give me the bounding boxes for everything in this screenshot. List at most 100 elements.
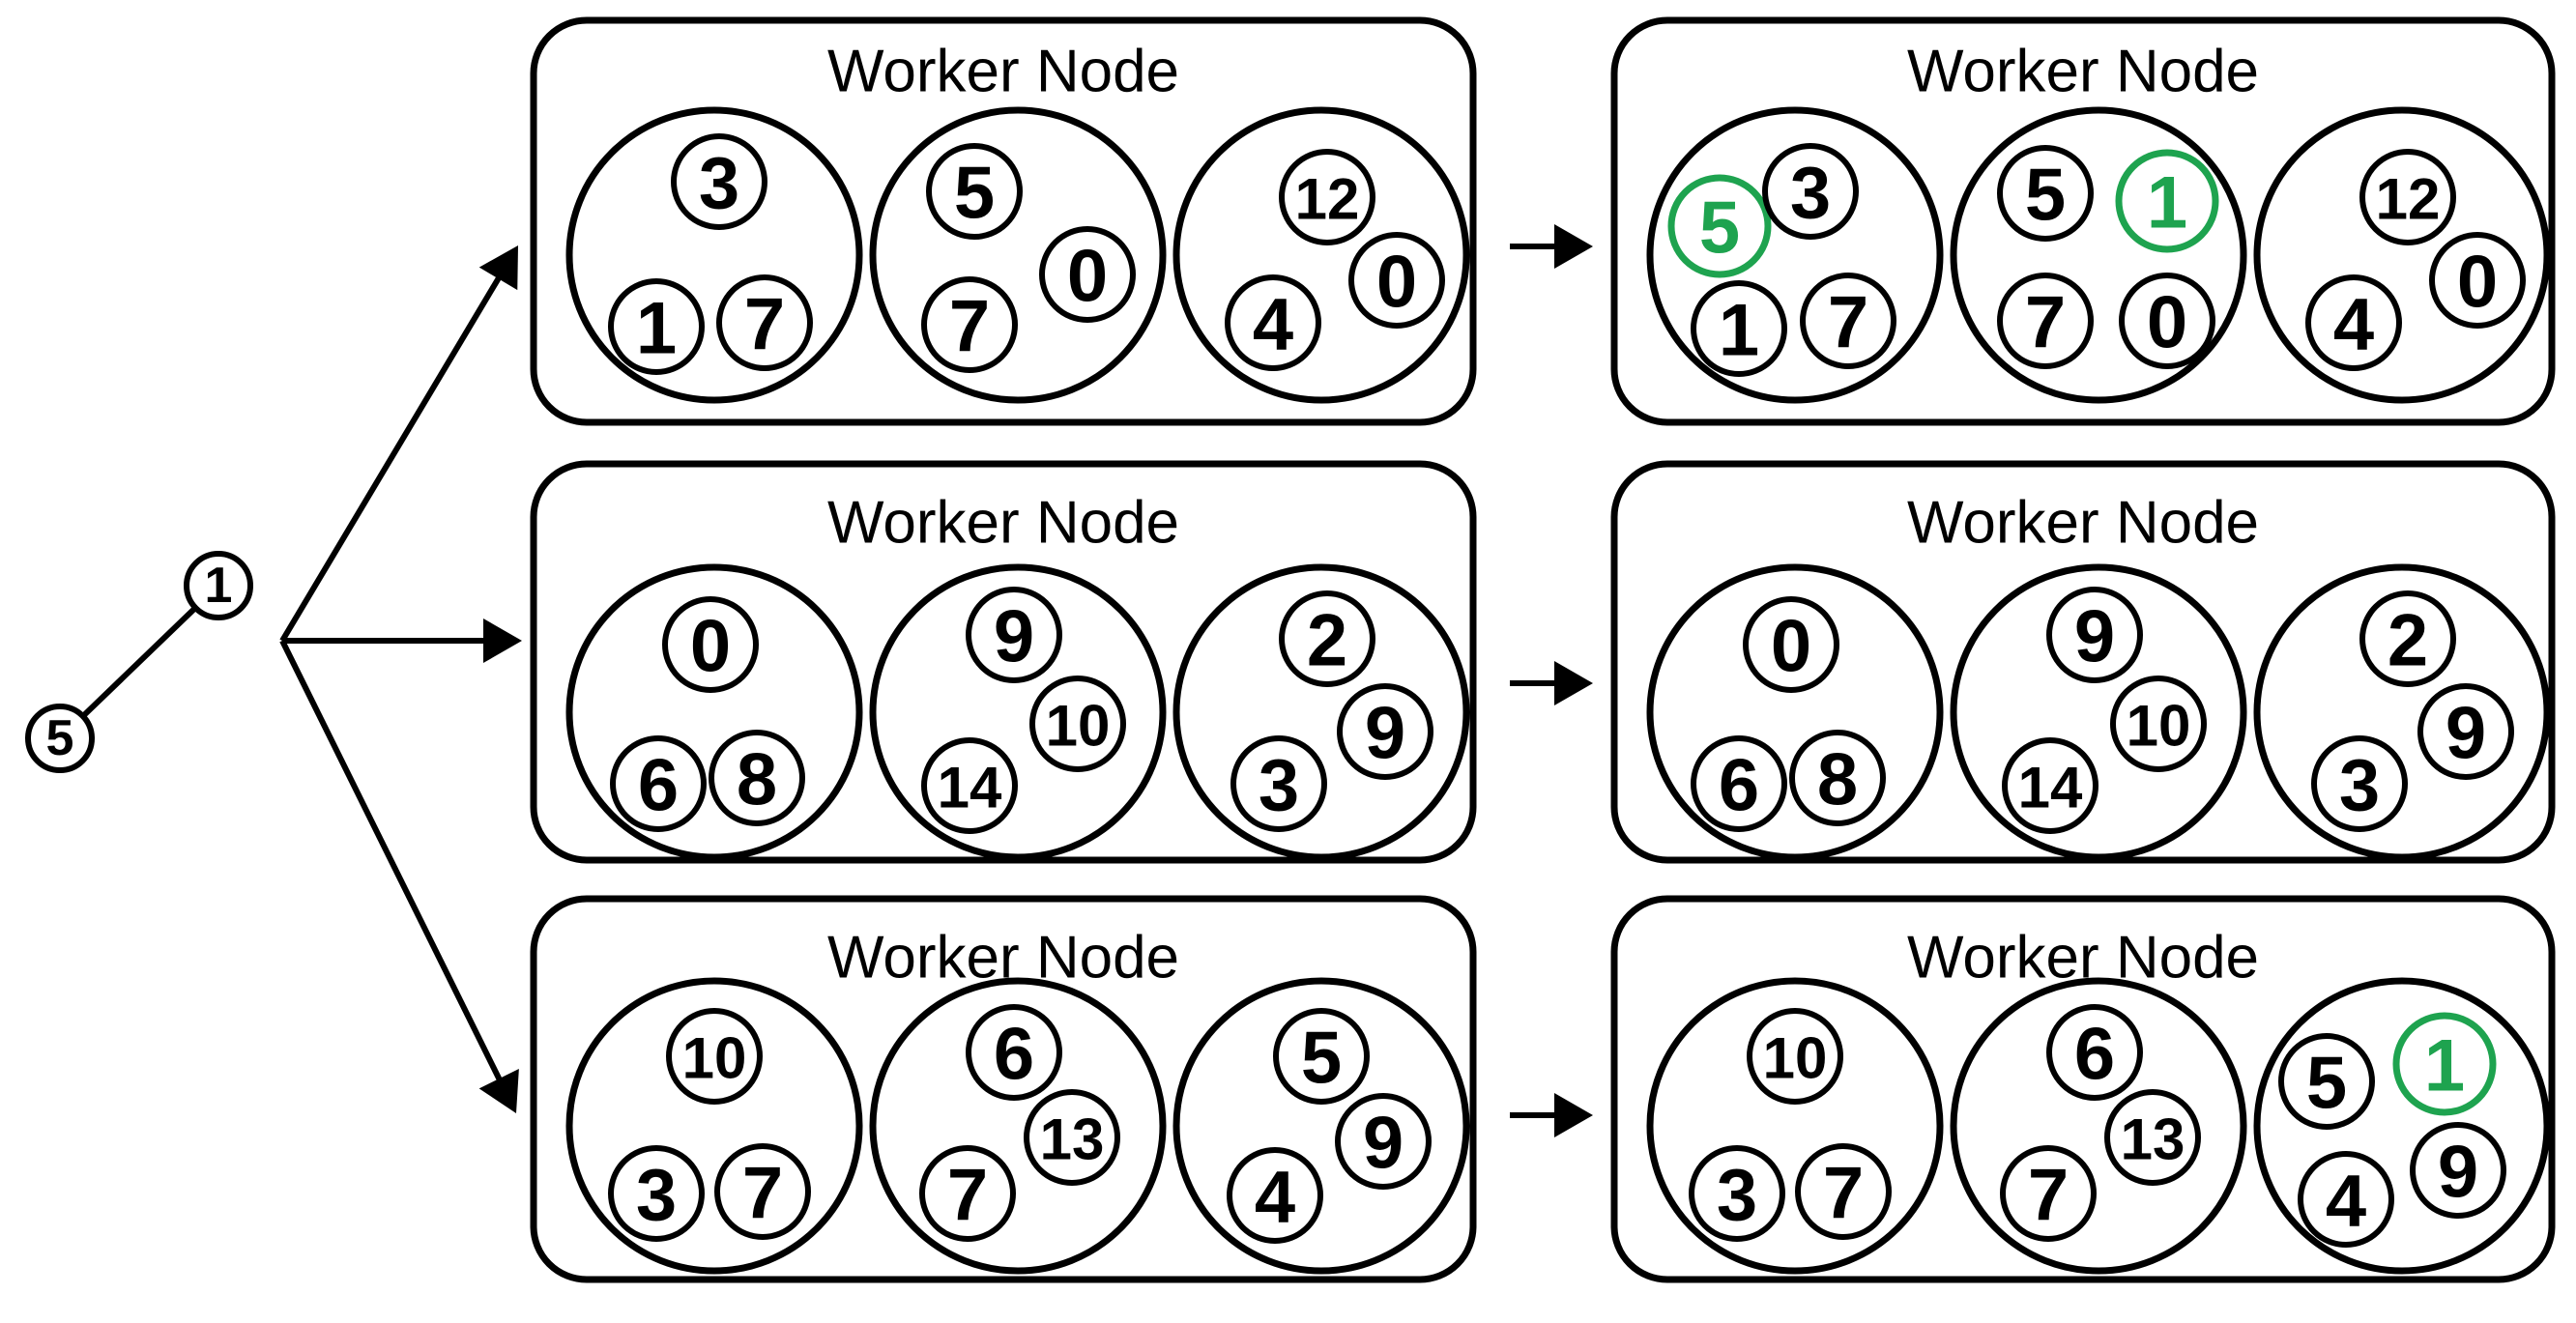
worker-node-title: Worker Node	[827, 490, 1179, 557]
task-circle	[2305, 274, 2402, 371]
worker-node-title: Worker Node	[1907, 39, 2259, 105]
task-circle	[2000, 1145, 2097, 1242]
task-circle	[1689, 1145, 1785, 1242]
task-label: 10	[2127, 694, 2191, 759]
task-circle	[1337, 683, 1433, 780]
cpu-circle	[1950, 563, 2247, 861]
task-circle	[1997, 145, 2094, 242]
task-circle	[1800, 273, 1896, 369]
task-circle	[1335, 1093, 1432, 1190]
task-label: 5	[2306, 1043, 2347, 1125]
task-label: 7	[744, 284, 785, 366]
task-circle	[608, 278, 705, 375]
request-node-label: 5	[46, 710, 74, 766]
transition-arrow-head	[1554, 224, 1593, 269]
task-circle	[1279, 590, 1375, 687]
task-circle	[714, 1143, 811, 1240]
task-label: 0	[690, 606, 731, 688]
task-label: 5	[2025, 155, 2066, 237]
task-circle	[2359, 590, 2456, 687]
task-label: 7	[949, 286, 990, 368]
cpu-circle	[2253, 977, 2551, 1275]
cpu-circle	[869, 977, 1167, 1275]
task-label: 10	[1763, 1026, 1828, 1091]
fan-arrow	[279, 273, 504, 643]
task-label: 4	[1255, 1157, 1295, 1239]
task-label: 1	[636, 288, 677, 370]
cpu-circle	[1950, 977, 2247, 1275]
task-label: 6	[2074, 1014, 2115, 1096]
task-label: 7	[2028, 1155, 2069, 1237]
task-label: 9	[2074, 596, 2115, 678]
task-label: 5	[1301, 1018, 1342, 1100]
task-circle	[921, 276, 1018, 373]
task-label: 4	[2326, 1161, 2366, 1243]
task-label: 1	[1719, 290, 1759, 372]
task-circle	[1225, 274, 1321, 371]
request-node	[184, 551, 253, 620]
task-circle	[1743, 596, 1839, 693]
task-label: 12	[1295, 167, 1360, 232]
task-label: 4	[1253, 284, 1293, 366]
task-circle	[1691, 735, 1787, 832]
task-circle	[2046, 587, 2143, 683]
task-circle	[1227, 1147, 1323, 1244]
task-label: 8	[1817, 739, 1858, 821]
cpu-circle	[869, 106, 1167, 404]
task-circle	[1029, 676, 1126, 772]
task-circle	[926, 143, 1023, 240]
fan-arrow	[279, 639, 504, 1084]
cpu-circle	[1172, 977, 1470, 1275]
task-circle	[2410, 1122, 2506, 1219]
task-circle	[671, 133, 767, 230]
task-circle	[1273, 1008, 1370, 1105]
task-circle	[610, 735, 707, 832]
fan-arrow-head	[478, 245, 518, 291]
task-label: 3	[636, 1155, 677, 1237]
task-circle	[666, 1008, 763, 1105]
task-label: 10	[682, 1026, 747, 1091]
task-circle	[921, 737, 1018, 834]
task-circle	[2104, 1089, 2201, 1186]
task-circle	[608, 1145, 705, 1242]
task-circle	[2417, 683, 2514, 780]
task-label: 0	[2147, 282, 2187, 364]
task-circle	[1039, 226, 1136, 323]
task-label: 6	[1719, 745, 1759, 827]
task-circle	[2119, 273, 2215, 369]
cpu-circle	[2253, 563, 2551, 861]
task-label: 0	[2457, 242, 2498, 324]
cpu-circle	[1646, 977, 1944, 1275]
task-label: 9	[1363, 1103, 1404, 1185]
task-circle	[1348, 232, 1445, 329]
task-label: 9	[2438, 1132, 2478, 1214]
cpu-circle	[565, 977, 863, 1275]
task-label: 1	[2424, 1025, 2465, 1107]
task-circle	[1795, 1143, 1892, 1240]
task-label: 12	[2376, 167, 2441, 232]
task-circle	[966, 587, 1062, 683]
task-circle	[919, 1145, 1016, 1242]
task-circle	[2359, 149, 2456, 245]
task-circle	[1997, 273, 2094, 369]
task-circle	[662, 596, 759, 693]
task-label: 4	[2333, 284, 2374, 366]
task-circle-highlighted	[2392, 1012, 2497, 1116]
task-label: 7	[2025, 282, 2066, 364]
task-circle	[2110, 676, 2207, 772]
task-circle-highlighted	[1667, 174, 1772, 278]
task-circle	[1230, 735, 1327, 832]
cpu-circle	[2253, 106, 2551, 404]
task-circle	[2311, 735, 2408, 832]
task-circle	[1747, 1008, 1843, 1105]
cpu-circle	[1646, 106, 1944, 404]
task-circle	[716, 274, 813, 371]
cpu-circle	[1646, 563, 1944, 861]
task-circle-highlighted	[2115, 149, 2219, 253]
task-label: 5	[1699, 187, 1740, 270]
cpu-circle	[565, 106, 863, 404]
